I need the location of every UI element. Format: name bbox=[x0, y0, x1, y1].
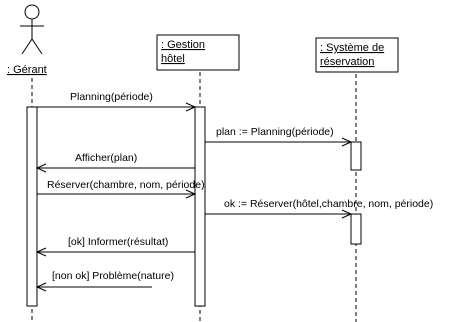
message-probleme-label: [non ok] Problème(nature) bbox=[52, 270, 174, 282]
message-informer: [ok] Informer(résultat) bbox=[35, 236, 195, 257]
message-informer-label: [ok] Informer(résultat) bbox=[68, 236, 168, 248]
message-ok-reserver: ok := Réserver(hôtel,chambre, nom, pério… bbox=[205, 198, 433, 219]
object-systeme-reservation: : Système de réservation bbox=[315, 37, 399, 73]
message-plan-planning-label: plan := Planning(période) bbox=[216, 126, 334, 138]
message-reserver-label: Réserver(chambre, nom, période) bbox=[47, 179, 205, 191]
object-gestion-label-line2: hôtel bbox=[161, 53, 185, 65]
message-planning-label: Planning(période) bbox=[70, 91, 153, 103]
activation-gestion-hotel bbox=[194, 106, 206, 307]
activation-systeme-2 bbox=[350, 213, 362, 245]
message-afficher: Afficher(plan) bbox=[35, 152, 195, 173]
message-afficher-label: Afficher(plan) bbox=[75, 152, 137, 164]
message-reserver: Réserver(chambre, nom, période) bbox=[37, 179, 205, 199]
object-gestion-label-line1: : Gestion bbox=[161, 39, 205, 51]
object-gestion-hotel: : Gestion hôtel bbox=[156, 34, 240, 71]
object-systeme-label-line1: : Système de bbox=[320, 42, 384, 54]
message-plan-planning: plan := Planning(période) bbox=[205, 126, 353, 147]
actor-gerant: : Gérant bbox=[7, 4, 47, 76]
object-systeme-label-line2: réservation bbox=[320, 56, 374, 68]
activation-systeme-1 bbox=[350, 141, 362, 171]
message-ok-reserver-label: ok := Réserver(hôtel,chambre, nom, pério… bbox=[224, 198, 433, 210]
activation-gerant bbox=[26, 106, 38, 307]
message-planning: Planning(période) bbox=[37, 91, 197, 112]
actor-label: : Gérant bbox=[7, 64, 47, 76]
message-probleme: [non ok] Problème(nature) bbox=[35, 270, 174, 292]
stick-figure-icon bbox=[20, 4, 44, 55]
